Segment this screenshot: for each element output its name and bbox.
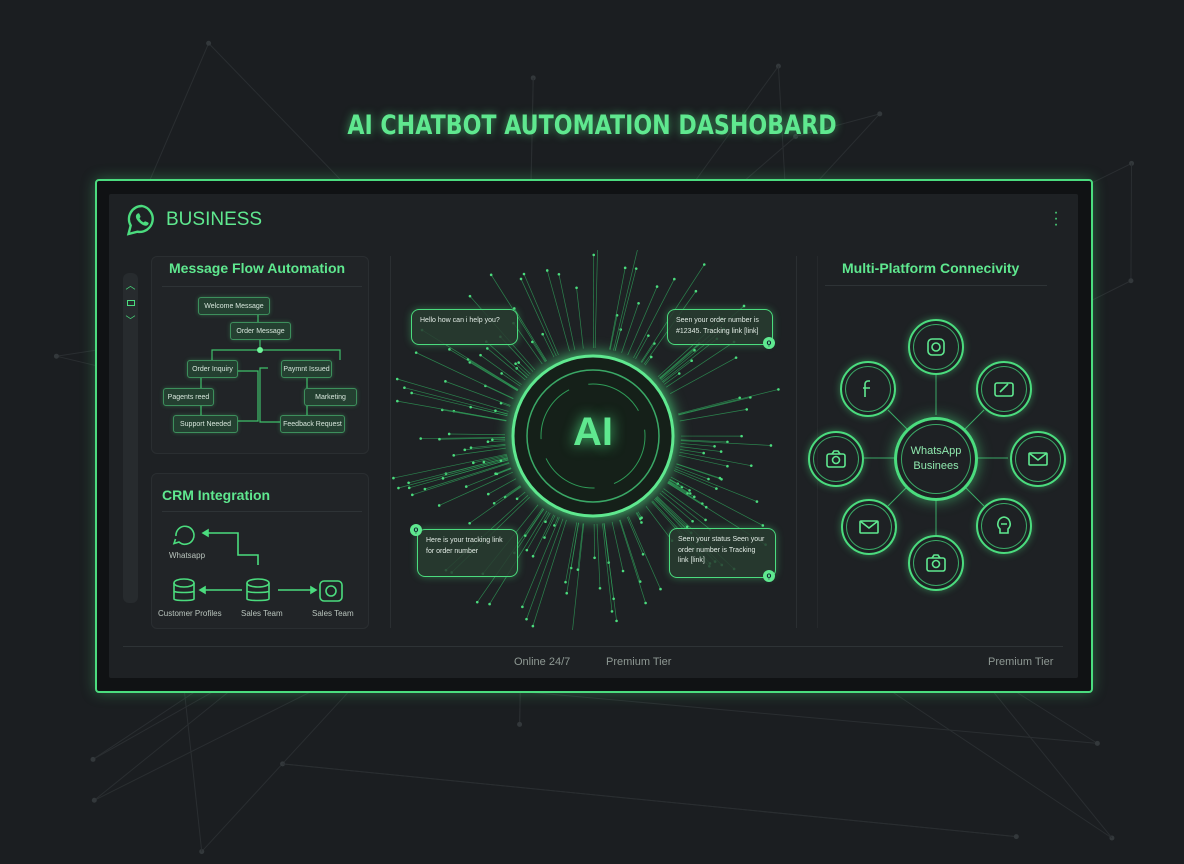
- divider: [162, 286, 362, 287]
- bot-avatar-icon: ọ: [763, 337, 775, 349]
- platform-camera-button[interactable]: [808, 431, 864, 487]
- flow-connectors: [200, 315, 341, 423]
- facebook-icon: [863, 380, 870, 397]
- brand-label: BUSINESS: [166, 209, 263, 230]
- divider: [123, 646, 1063, 647]
- platform-mail-button[interactable]: [1010, 431, 1066, 487]
- bot-avatar-icon: ọ: [410, 524, 422, 536]
- whatsapp-business-hub[interactable]: WhatsApp Businees: [894, 417, 978, 501]
- flow-node[interactable]: Welcome Message: [198, 297, 270, 315]
- square-icon[interactable]: [126, 300, 135, 306]
- platforms-title: Multi-Platform Connecivity: [842, 260, 1020, 276]
- platform-bot-button[interactable]: [976, 498, 1032, 554]
- ai-core-label: AI: [573, 410, 613, 454]
- mail-icon: [1028, 452, 1048, 466]
- crm-diagram: [172, 525, 343, 602]
- flow-node[interactable]: Support Needed: [173, 415, 238, 433]
- platform-mail-button[interactable]: [841, 499, 897, 555]
- platform-connectors: [864, 375, 1008, 537]
- chat-text: Here is your tracking link for order num…: [426, 537, 503, 555]
- ai-core-graphic: [392, 250, 780, 630]
- crm-label: Sales Team: [241, 609, 283, 618]
- tier-label-right: Premium Tier: [988, 656, 1054, 668]
- platform-facebook-button[interactable]: [840, 361, 896, 417]
- chevron-down-icon[interactable]: ﹀: [125, 316, 136, 327]
- whatsapp-logo-icon: [126, 204, 154, 236]
- flow-node[interactable]: Order Inquiry: [187, 360, 238, 378]
- bot-avatar-icon: ọ: [763, 570, 775, 582]
- crm-label: Whatsapp: [169, 551, 206, 560]
- platform-instagram-button[interactable]: [908, 319, 964, 375]
- edit-icon: [994, 382, 1014, 397]
- flow-node[interactable]: Pagents reed: [163, 388, 214, 406]
- crm-card: [151, 473, 369, 629]
- flow-node[interactable]: Feedback Request: [280, 415, 345, 433]
- instagram-icon: [927, 338, 945, 356]
- divider: [796, 256, 797, 628]
- more-vertical-icon[interactable]: ···: [1053, 204, 1059, 233]
- camera-icon: [926, 554, 946, 572]
- chat-bubble: Hello how can i help you?: [411, 309, 518, 345]
- sidebar-scroll-rail[interactable]: ︿ ﹀: [123, 273, 138, 603]
- page-title: AI CHATBOT AUTOMATION DASHOBARD: [347, 110, 837, 141]
- flow-node[interactable]: Paymnt Issued: [281, 360, 332, 378]
- chat-bubble: Seen your order number is #12345. Tracki…: [667, 309, 773, 345]
- tier-label: Premium Tier: [606, 656, 672, 668]
- divider: [825, 285, 1047, 286]
- flow-title: Message Flow Automation: [169, 260, 346, 276]
- crm-label: Sales Team: [312, 609, 354, 618]
- mail-icon: [859, 520, 879, 534]
- bot-icon: [997, 516, 1011, 534]
- chevron-up-icon[interactable]: ︿: [125, 281, 136, 292]
- divider: [162, 511, 362, 512]
- crm-label: Customer Profiles: [158, 609, 222, 618]
- status-online: Online 24/7: [514, 656, 571, 668]
- chat-text: Seen your order number is #12345. Tracki…: [676, 317, 759, 335]
- flow-node[interactable]: Order Message: [230, 322, 291, 340]
- chat-text: Seen your status Seen your order number …: [678, 536, 765, 564]
- chat-bubble: Seen your status Seen your order number …: [669, 528, 776, 578]
- flow-node[interactable]: Marketing: [304, 388, 357, 406]
- camera-icon: [826, 450, 846, 468]
- hub-label: WhatsApp Businees: [910, 444, 962, 472]
- chat-bubble: Here is your tracking link for order num…: [417, 529, 518, 577]
- crm-title: CRM Integration: [162, 487, 271, 503]
- chat-text: Hello how can i help you?: [420, 317, 500, 324]
- platform-camera-button[interactable]: [908, 535, 964, 591]
- platform-edit-button[interactable]: [976, 361, 1032, 417]
- divider: [390, 256, 391, 628]
